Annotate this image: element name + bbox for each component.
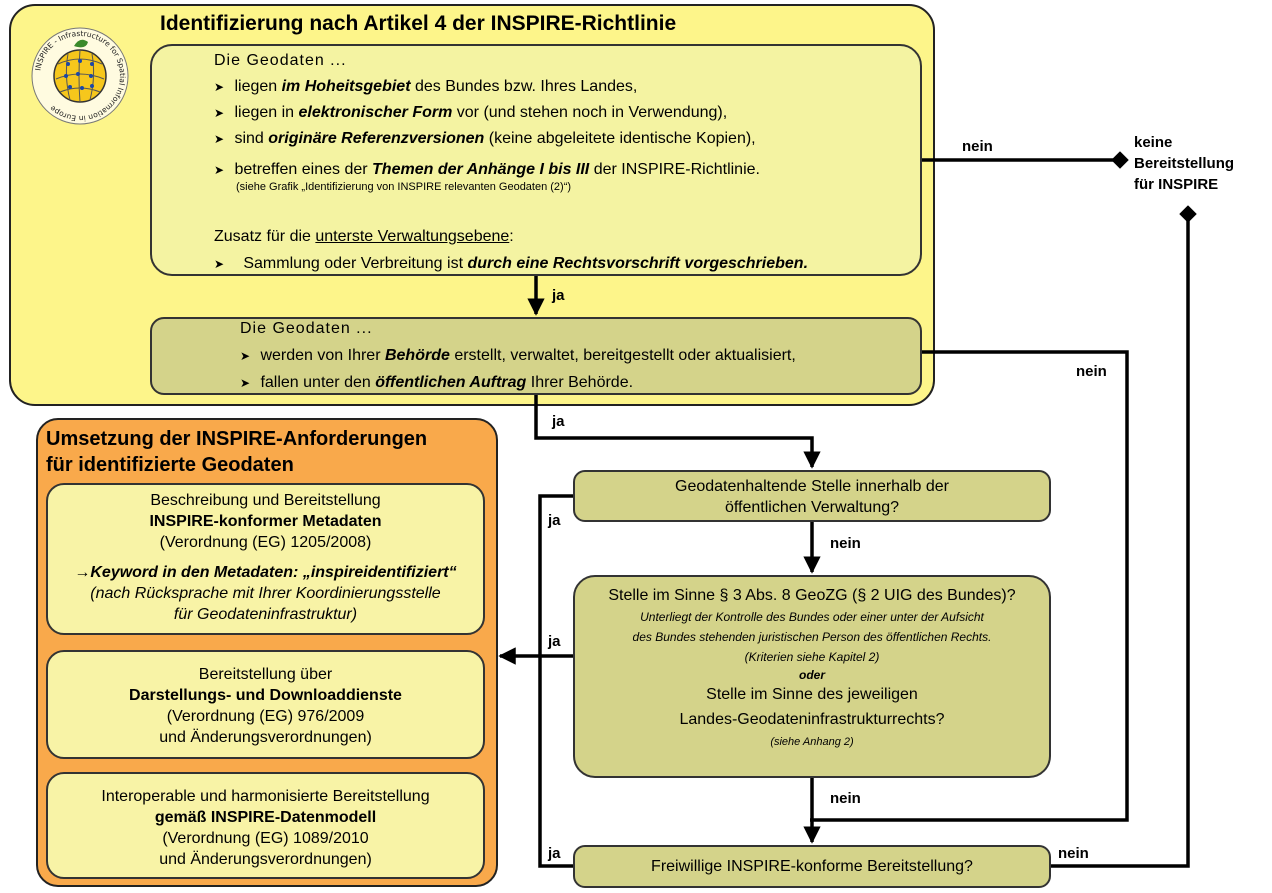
inspire-logo: INSPIRE - Infrastructure for Spatial Inf… [28,24,132,128]
question-voluntary: Freiwillige INSPIRE-konforme Bereitstell… [573,845,1051,888]
box2-item-auftrag: ➤ fallen unter den öffentlichen Auftrag … [240,372,633,394]
label-ja-box2: ja [552,413,565,430]
panel-datamodel: Interoperable und harmonisierte Bereitst… [46,772,485,879]
box1-item-elektronisch: ➤ liegen in elektronischer Form vor (und… [214,102,727,124]
bullet-arrow-icon: ➤ [240,376,251,390]
box1-intro: Die Geodaten ... [214,52,347,69]
bullet-arrow-icon: ➤ [214,80,225,94]
identification-title: Identifizierung nach Artikel 4 der INSPI… [160,12,677,35]
box1-item-referenzversionen: ➤ sind originäre Referenzversionen (kein… [214,128,756,150]
label-ja-box1: ja [552,287,565,304]
box2-item-behoerde: ➤ werden von Ihrer Behörde erstellt, ver… [240,345,796,367]
label-nein-box1: nein [962,138,993,155]
label-nein-q3: nein [1058,845,1089,862]
outcome-no-provision: keine Bereitstellung für INSPIRE [1134,134,1235,193]
bullet-arrow-icon: ➤ [214,163,225,177]
box1-item-themen: ➤ betreffen eines der Themen der Anhänge… [214,159,760,181]
box1-item-rechtsvorschrift: ➤ Sammlung oder Verbreitung ist durch ei… [214,253,808,275]
implementation-title: Umsetzung der INSPIRE-Anforderungen für … [46,428,428,476]
criteria-box-article4 [150,44,922,276]
label-ja-q2: ja [548,633,561,650]
question-geozg-stelle: Stelle im Sinne § 3 Abs. 8 GeoZG (§ 2 UI… [573,575,1051,778]
label-nein-box2: nein [1076,363,1107,380]
box1-zusatz: Zusatz für die unterste Verwaltungsebene… [214,228,514,245]
bullet-arrow-icon: ➤ [214,257,225,271]
label-ja-q1: ja [548,512,561,529]
panel-metadata: Beschreibung und Bereitstellung INSPIRE-… [46,483,485,635]
box1-item-hoheitsgebiet: ➤ liegen im Hoheitsgebiet des Bundes bzw… [214,76,637,98]
bullet-arrow-icon: ➤ [214,106,225,120]
bullet-arrow-icon: ➤ [240,349,251,363]
label-ja-q3: ja [548,845,561,862]
bullet-arrow-icon: ➤ [214,132,225,146]
question-public-administration: Geodatenhaltende Stelle innerhalb der öf… [573,470,1051,522]
box1-note: (siehe Grafik „Identifizierung von INSPI… [236,181,572,193]
panel-services: Bereitstellung über Darstellungs- und Do… [46,650,485,759]
box2-intro: Die Geodaten ... [240,320,373,337]
label-nein-q1: nein [830,535,861,552]
criteria-box-behoerde [150,317,922,395]
label-nein-q2: nein [830,790,861,807]
